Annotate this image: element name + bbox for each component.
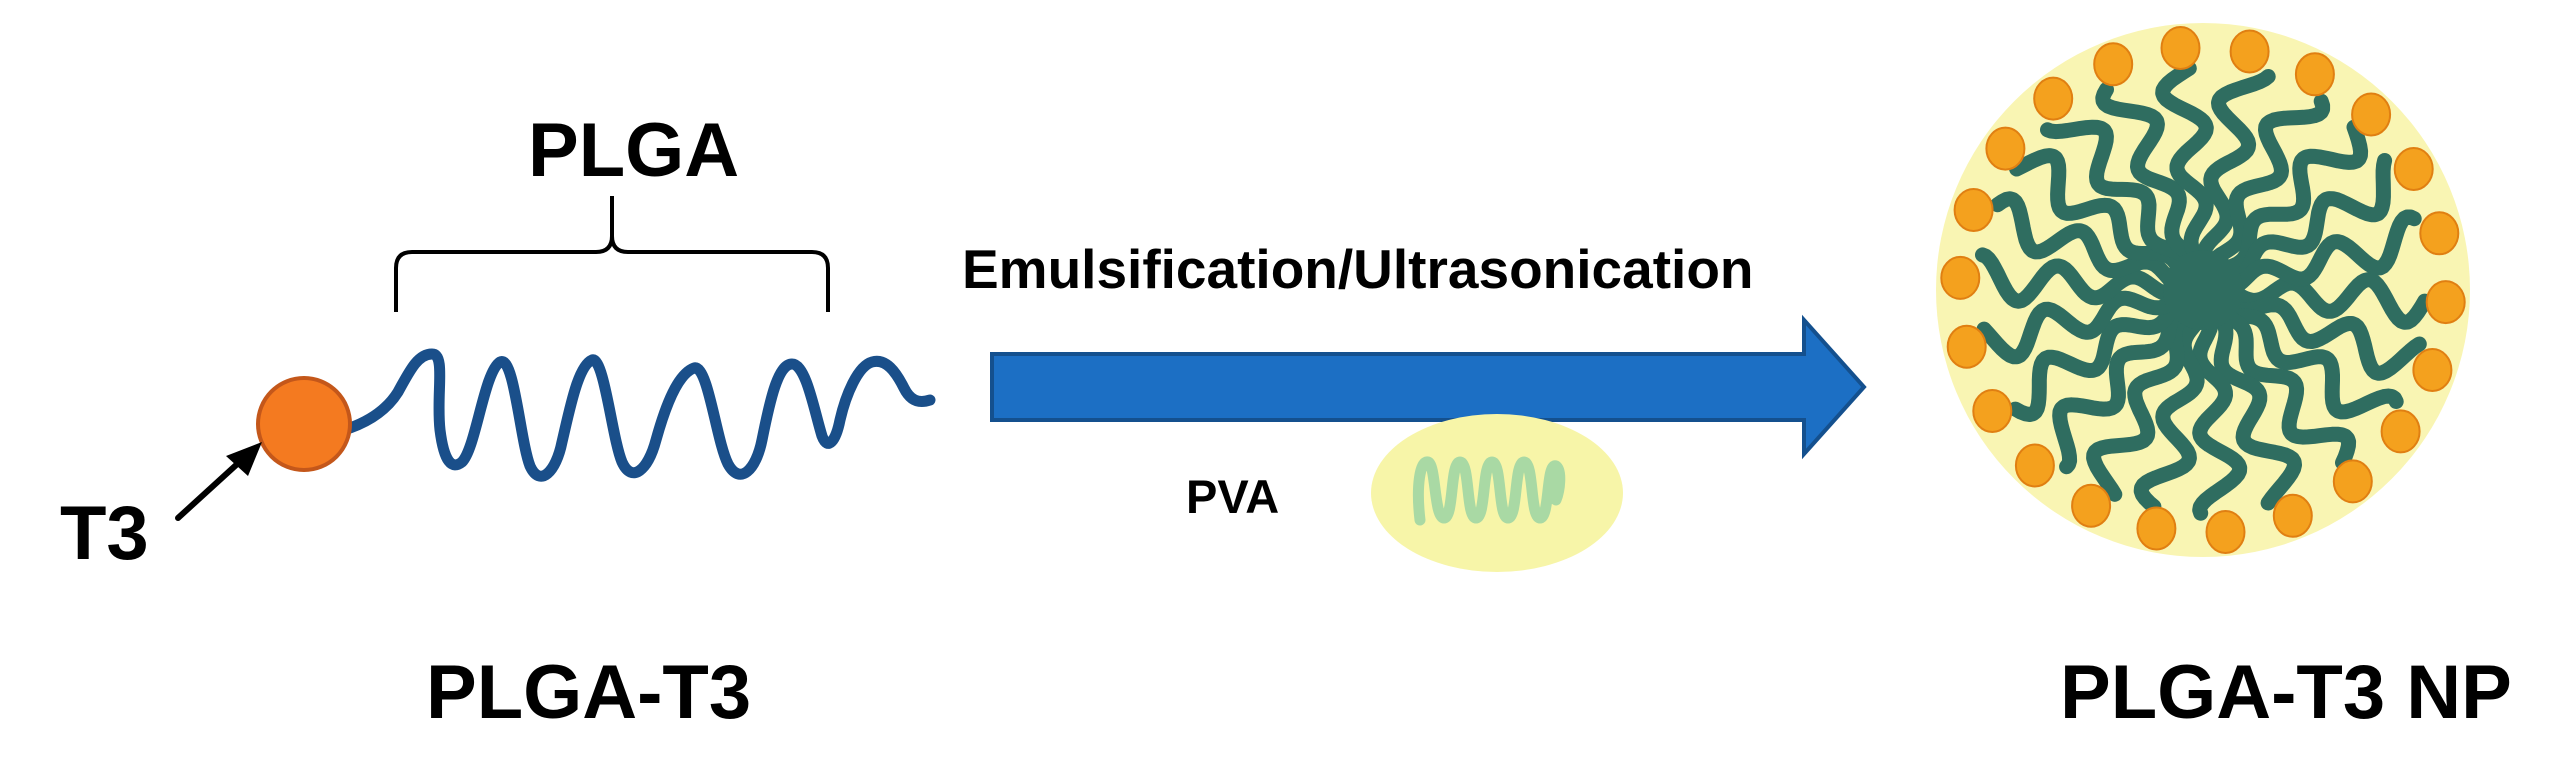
np-surface-sphere	[1946, 324, 1987, 369]
np-surface-sphere	[2136, 506, 2177, 551]
np-surface-sphere	[2205, 510, 2246, 554]
plga-t3-label: PLGA-T3	[426, 650, 752, 735]
np-surface-sphere	[1953, 188, 1994, 232]
np-polymer-chain	[2224, 153, 2393, 288]
np-surface-sphere	[1940, 255, 1981, 300]
np-surface-sphere	[2412, 348, 2453, 392]
np-polymer-chain	[2225, 272, 2433, 330]
pva-label: PVA	[1186, 470, 1280, 523]
np-polymer-chain	[1990, 191, 2182, 291]
plga-bracket	[394, 196, 830, 312]
np-polymer-chain	[2009, 148, 2188, 278]
process-arrow	[990, 314, 1867, 460]
np-polymer-chain	[1975, 247, 2181, 309]
np-surface-sphere	[2160, 26, 2201, 70]
t3-pointer-arrow	[175, 442, 262, 521]
np-surface-sphere	[2229, 29, 2270, 74]
np-polymer-chain	[2133, 312, 2207, 515]
plga-label: PLGA	[528, 108, 740, 193]
np-polymer-chain	[2222, 297, 2427, 381]
np-polymer-chain	[2213, 306, 2357, 471]
np-polymer-chain	[2155, 60, 2214, 268]
np-polymer-chain	[2007, 295, 2184, 422]
np-surface-sphere	[1985, 126, 2026, 171]
np-surface-sphere	[2272, 493, 2313, 538]
np-polymer-chain	[2195, 69, 2276, 267]
np-surface-sphere	[2033, 76, 2074, 121]
np-polymer-chain	[2225, 209, 2422, 296]
np-surface-sphere	[2332, 459, 2373, 504]
process-label: Emulsification/Ultrasonication	[962, 238, 1754, 300]
np-surface-sphere	[2425, 280, 2466, 325]
pva-molecule	[1371, 414, 1623, 572]
plga-chain	[344, 348, 936, 482]
np-polymer-chain	[2086, 307, 2194, 502]
np-polymer-chain	[2095, 82, 2203, 269]
np-polymer-chain	[2040, 119, 2197, 271]
np-surface-sphere	[2419, 211, 2460, 256]
np-polymer-chain	[2210, 308, 2302, 511]
np-surface-sphere	[1972, 389, 2013, 433]
np-surface-sphere	[2071, 483, 2112, 528]
nanoparticle-label: PLGA-T3 NP	[2060, 650, 2512, 735]
np-surface-sphere	[2294, 52, 2335, 97]
np-surface-sphere	[2351, 92, 2392, 137]
np-polymer-chain	[1976, 290, 2183, 365]
nanoparticle	[1936, 23, 2470, 557]
np-surface-t3-spheres	[1940, 26, 2466, 554]
t3-label: T3	[60, 491, 149, 576]
np-surface-sphere	[2014, 443, 2055, 488]
np-core-center	[2163, 250, 2243, 330]
np-polymer-chain	[2205, 93, 2331, 269]
np-surface-sphere	[2393, 147, 2434, 191]
np-polymer-chain	[2216, 304, 2404, 420]
np-polymer-chain	[2216, 119, 2369, 277]
np-polymer-chain	[2052, 300, 2186, 475]
np-surface-sphere	[2093, 42, 2134, 87]
np-polymer-core	[1975, 60, 2433, 521]
np-polymer-chain	[2192, 311, 2248, 521]
t3-sphere	[256, 376, 352, 472]
np-surface-sphere	[2380, 409, 2421, 454]
